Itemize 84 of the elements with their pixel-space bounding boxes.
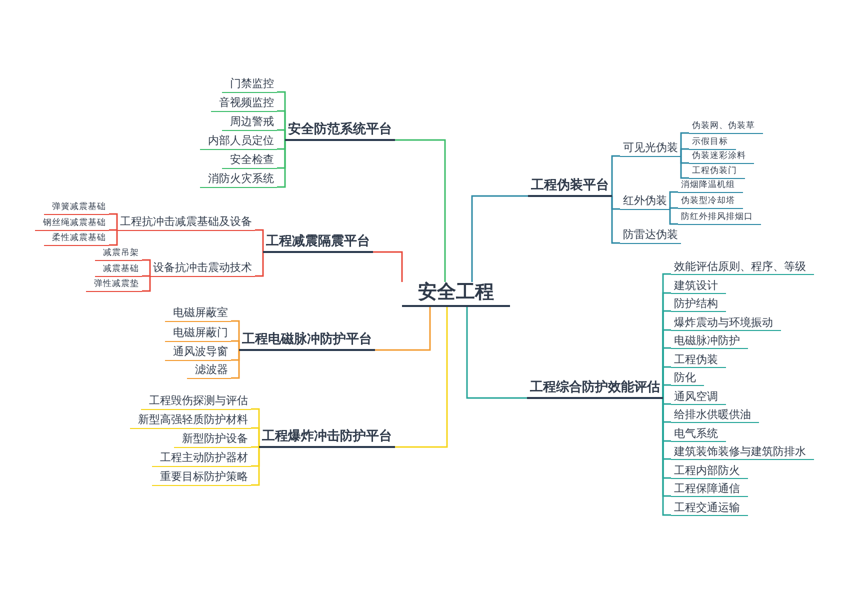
leaf-topic: 防护结构 (671, 298, 726, 312)
connector-line (277, 129, 286, 140)
leaf-topic: 安全检查 (222, 154, 277, 169)
connector-line (251, 446, 260, 448)
leaf-topic: 减震吊架 (95, 249, 142, 261)
connector-line (680, 156, 689, 179)
subtopic: 可见光伪装 (620, 142, 681, 157)
subtopic: 设备抗冲击震动技术 (150, 262, 255, 277)
branch-topic: 工程电磁脉冲防护平台 (239, 333, 375, 351)
leaf-topic: 工程伪装 (671, 354, 726, 368)
connector-line (277, 140, 286, 188)
leaf-topic: 防化 (671, 372, 704, 386)
leaf-topic: 建筑设计 (671, 280, 726, 294)
subtopic: 防雷达伪装 (620, 229, 681, 244)
branch-topic: 安全防范系统平台 (285, 123, 395, 141)
leaf-topic: 工程主动防护器材 (152, 452, 251, 467)
branch-topic: 工程爆炸冲击防护平台 (259, 430, 395, 448)
leaf-topic: 消烟降温机组 (678, 181, 743, 193)
leaf-topic: 弹簧减震基础 (44, 203, 109, 215)
leaf-topic: 工程伪装门 (689, 167, 745, 179)
leaf-topic: 新型高强轻质防护材料 (130, 414, 251, 429)
connector-line (109, 213, 118, 230)
branch-topic: 工程综合防护效能评估 (527, 381, 663, 399)
connector-line (375, 306, 431, 351)
connector-line (251, 427, 260, 447)
central-topic: 安全工程 (402, 282, 510, 307)
leaf-topic: 消防火灾系统 (200, 173, 277, 188)
leaf-topic: 钢丝绳减震基础 (35, 219, 109, 231)
branch-topic: 工程减震隔震平台 (263, 235, 373, 253)
leaf-topic: 防红外排风排烟口 (678, 213, 761, 225)
connector-line (142, 275, 151, 277)
subtopic: 工程抗冲击减震基础及设备 (117, 216, 255, 231)
leaf-topic: 周边警戒 (222, 116, 277, 131)
connector-line (142, 259, 151, 276)
leaf-topic: 示假目标 (689, 138, 736, 150)
leaf-topic: 减震基础 (95, 265, 142, 277)
leaf-topic: 柔性减震基础 (44, 234, 109, 246)
leaf-topic: 内部人员定位 (200, 135, 277, 150)
connector-line (662, 384, 671, 398)
connector-line (231, 340, 240, 350)
leaf-topic: 弹性减震垫 (86, 280, 142, 292)
connector-line (669, 191, 678, 209)
connector-line (466, 306, 527, 399)
connector-line (231, 350, 240, 379)
leaf-topic: 伪装网、伪装草 (689, 122, 763, 134)
leaf-topic: 工程内部防火 (671, 465, 748, 480)
leaf-topic: 电气系统 (671, 428, 726, 442)
leaf-topic: 工程交通运输 (671, 502, 748, 516)
connector-line (680, 148, 689, 156)
connector-line (109, 229, 118, 231)
connector-line (255, 252, 264, 277)
leaf-topic: 电磁屏蔽门 (165, 327, 231, 342)
connector-line (611, 155, 620, 196)
connector-line (142, 276, 151, 292)
leaf-topic: 门禁监控 (222, 78, 277, 93)
leaf-topic: 电磁屏蔽室 (165, 307, 231, 322)
connector-line (471, 195, 528, 282)
leaf-topic: 新型防护设备 (174, 433, 251, 448)
connector-line (255, 229, 264, 252)
leaf-topic: 音视频监控 (211, 97, 277, 112)
leaf-topic: 工程毁伤探测与评估 (141, 395, 251, 410)
leaf-topic: 建筑装饰装修与建筑防排水 (671, 446, 814, 460)
connector-line (251, 447, 260, 486)
connector-line (373, 251, 403, 282)
leaf-topic: 通风空调 (671, 391, 726, 406)
leaf-topic: 滤波器 (187, 364, 231, 379)
connector-line (611, 196, 620, 244)
leaf-topic: 给排水供暖供油 (671, 409, 759, 424)
leaf-topic: 工程保障通信 (671, 483, 748, 498)
leaf-topic: 伪装型冷却塔 (678, 197, 743, 209)
leaf-topic: 效能评估原则、程序、等级 (671, 261, 814, 276)
leaf-topic: 重要目标防护策略 (152, 471, 251, 486)
connector-line (669, 207, 678, 210)
leaf-topic: 电磁脉冲防护 (671, 335, 748, 350)
leaf-topic: 爆炸震动与环境振动 (671, 317, 781, 332)
leaf-topic: 通风波导窗 (165, 346, 231, 361)
connector-line (395, 139, 446, 282)
connector-line (669, 209, 678, 225)
branch-topic: 工程伪装平台 (528, 179, 612, 197)
connector-line (662, 398, 671, 516)
connector-line (109, 230, 118, 246)
connector-line (395, 306, 448, 448)
subtopic: 红外伪装 (620, 195, 670, 210)
leaf-topic: 伪装迷彩涂料 (689, 152, 754, 164)
